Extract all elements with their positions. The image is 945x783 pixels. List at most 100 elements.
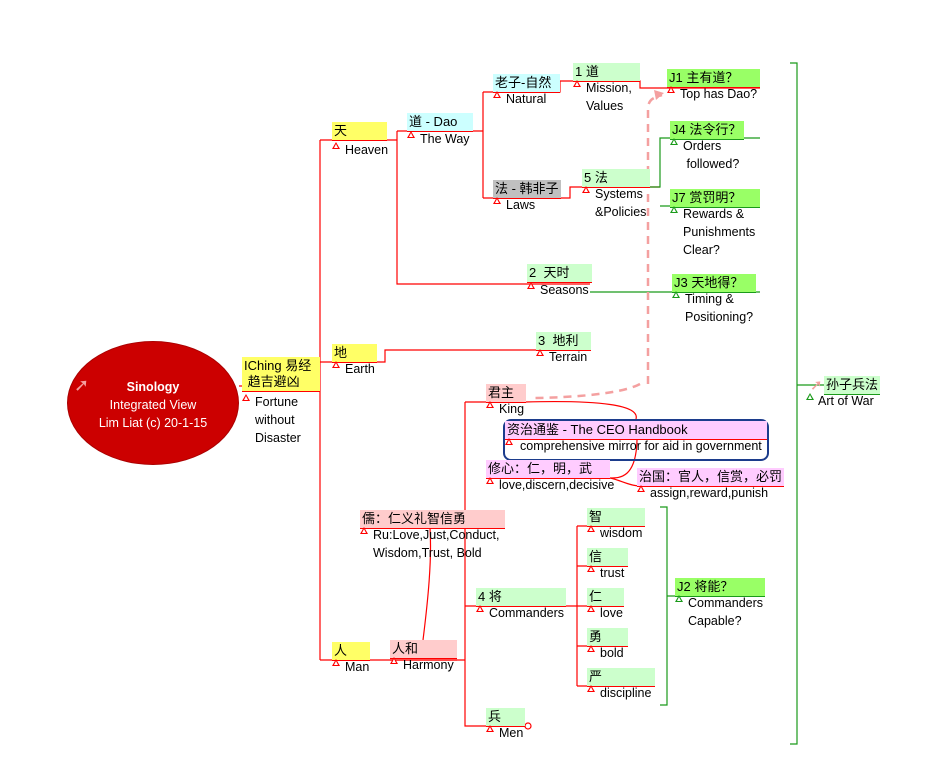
expand-triangle-icon[interactable] [407,131,415,138]
dashed-link [646,93,663,384]
topic-description: Top has Dao? [680,87,758,101]
expand-triangle-icon[interactable] [670,138,678,145]
topic-label: 智 [587,508,645,527]
topic-description: Harmony [403,658,454,672]
topic-description: The Way [420,132,470,146]
topic-description: Art of War [818,394,874,408]
expand-triangle-icon[interactable] [536,349,544,356]
topic-description: Man [345,660,370,674]
topic-j7[interactable]: J7 赏罚明？Rewards & Punishments Clear? [670,189,760,257]
expand-triangle-icon[interactable] [806,393,814,400]
topic-label: 地 [332,344,377,363]
expand-triangle-icon[interactable] [587,685,595,692]
expand-triangle-icon[interactable] [360,527,368,534]
topic-label: 信 [587,548,628,567]
topic-description: Commanders Capable? [688,596,764,628]
topic-heaven[interactable]: 天 Heaven [332,122,388,157]
arrow-head [654,90,664,100]
expand-triangle-icon[interactable] [670,206,678,213]
expand-triangle-icon[interactable] [486,725,494,732]
topic-label: 人和 [390,640,457,659]
expand-triangle-icon[interactable] [493,91,501,98]
topic-description: comprehensive mirror for aid in governme… [520,439,762,453]
expand-triangle-icon[interactable] [493,197,501,204]
expand-triangle-icon[interactable] [390,657,398,664]
expand-triangle-icon[interactable] [527,282,535,289]
topic-label: 儒：仁义礼智信勇 [360,510,505,529]
expand-triangle-icon[interactable] [672,291,680,298]
topic-label: J4 法令行？ [670,121,744,140]
expand-triangle-icon[interactable] [573,80,581,87]
topic-description: assign,reward,punish [650,486,769,500]
expand-triangle-icon[interactable] [242,394,250,401]
arrow-icon: ➚ [74,375,90,395]
expand-triangle-icon[interactable] [486,477,494,484]
expand-triangle-icon[interactable] [587,565,595,572]
topic-description: Mission, Values [586,81,632,113]
topic-j2[interactable]: J2 将能？Commanders Capable? [675,578,765,628]
topic-description: Orders followed? [683,139,740,171]
topic-description: Heaven [345,143,389,157]
topic-description: Systems &Policies [595,187,647,219]
expand-triangle-icon[interactable] [476,605,484,612]
topic-label: 老子-自然 [493,74,560,93]
topic-label: 道 - Dao [407,113,473,132]
expand-triangle-icon[interactable] [667,86,675,93]
expand-triangle-icon[interactable] [675,595,683,602]
topic-description: Natural [506,92,547,106]
topic-label: 法 - 韩非子 [493,180,561,199]
central-topic[interactable]: ➚ Sinology Integrated View Lim Liat (c) … [67,341,239,465]
expand-triangle-icon[interactable] [587,645,595,652]
expand-triangle-icon[interactable] [587,525,595,532]
topic-label: 治国：官人，信赏，必罚 [637,468,785,487]
ceo-handbook-box[interactable] [503,419,769,461]
expand-triangle-icon[interactable] [587,605,595,612]
topic-label: 人 [332,642,370,661]
expand-triangle-icon[interactable] [332,361,340,368]
topic-label: IChing 易经 趋吉避凶 [242,357,320,392]
topic-description: Ru:Love,Just,Conduct, Wisdom,Trust, Bold [373,528,500,560]
topic-j1[interactable]: J1 主有道？Top has Dao? [667,69,760,101]
expand-triangle-icon[interactable] [637,485,645,492]
topic-description: Rewards & Punishments Clear? [683,207,756,257]
topic-label: 天 [332,122,387,141]
topic-description: trust [600,566,625,580]
topic-label: 1 道 [573,63,640,82]
topic-label: 修心：仁，明，武 [486,460,610,479]
topic-description: love,discern,decisive [499,478,615,492]
topic-label: J3 天地得？ [672,274,756,293]
expand-triangle-icon[interactable] [332,142,340,149]
topic-j4[interactable]: J4 法令行？Orders followed? [670,121,744,171]
topic-description: Commanders [489,606,565,620]
expand-triangle-icon[interactable] [582,186,590,193]
topic-j3[interactable]: J3 天地得？Timing & Positioning? [672,274,756,324]
expand-triangle-icon[interactable] [332,659,340,666]
expand-triangle-icon[interactable] [505,438,513,445]
center-subtitle: Integrated View [109,398,197,412]
expand-triangle-icon[interactable] [486,401,494,408]
